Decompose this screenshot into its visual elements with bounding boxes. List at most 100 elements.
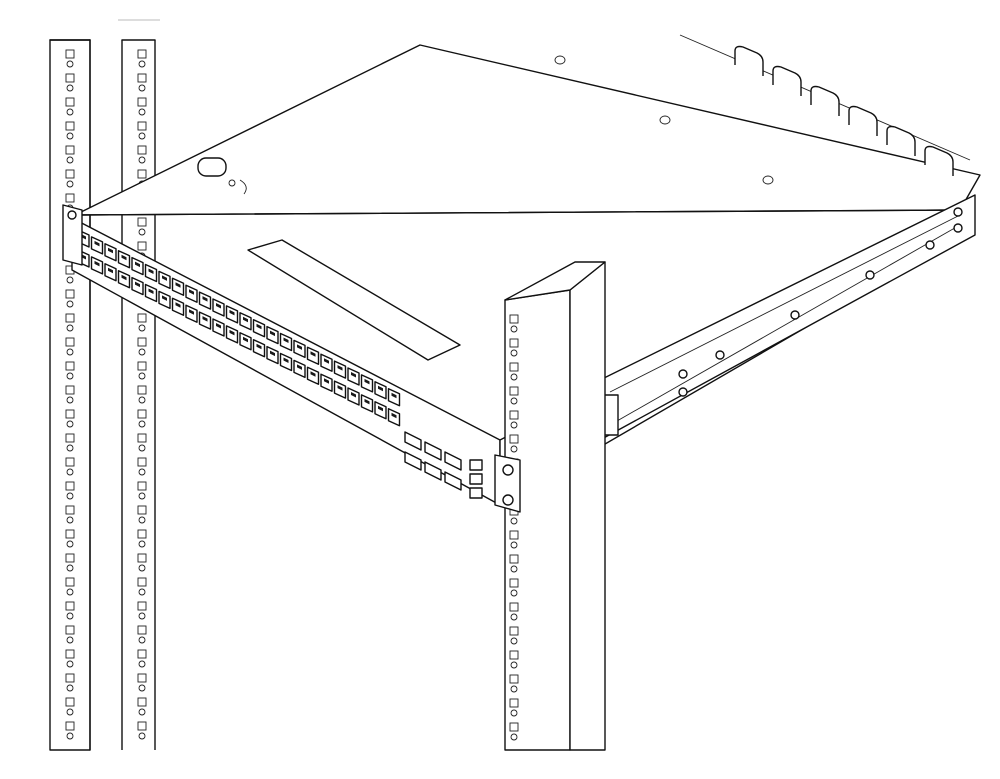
port-led	[378, 385, 383, 392]
ethernet-port-icon	[360, 394, 374, 413]
rack-hole	[66, 612, 74, 620]
rack-hole	[66, 444, 74, 452]
ethernet-port-icon	[212, 298, 225, 317]
port-led	[391, 412, 397, 419]
rack-hole	[138, 468, 146, 476]
ethernet-port-icon	[374, 381, 387, 400]
ethernet-port-icon	[198, 291, 212, 310]
rack-hole	[137, 121, 147, 131]
ethernet-port-icon	[293, 339, 306, 359]
rack-hole	[66, 708, 74, 716]
screw-icon	[790, 310, 800, 320]
port-led	[337, 365, 343, 371]
rack-hole	[66, 180, 74, 188]
rack-hole	[137, 721, 147, 731]
qsfp-port-icon	[404, 431, 422, 451]
management-port-icon	[469, 473, 483, 485]
rack-hole	[66, 492, 74, 500]
port-led	[324, 378, 329, 384]
rack-hole	[509, 554, 519, 564]
port-led	[216, 303, 221, 309]
rack-hole	[137, 481, 147, 491]
ethernet-port-icon	[185, 284, 198, 303]
ethernet-port-icon	[252, 319, 266, 338]
port-led	[189, 309, 194, 315]
rack-hole	[138, 708, 146, 716]
rack-hole	[510, 373, 518, 381]
rack-hole	[510, 541, 518, 549]
rack-hole	[137, 361, 147, 371]
rack-hole	[65, 97, 75, 107]
rack-hole	[138, 540, 146, 548]
rack-hole	[65, 337, 75, 347]
rack-hole	[138, 132, 146, 140]
ground-lug-icon	[197, 157, 247, 195]
rack-hole	[510, 733, 518, 741]
rack-hole	[66, 324, 74, 332]
ethernet-port-icon	[144, 283, 158, 303]
ethernet-port-icon	[239, 332, 252, 351]
ethernet-port-icon	[90, 236, 104, 255]
rack-hole	[66, 108, 74, 116]
rack-hole	[137, 649, 147, 659]
screw-icon	[925, 240, 935, 250]
port-led	[337, 385, 343, 391]
rack-hole	[65, 481, 75, 491]
port-led	[351, 392, 356, 398]
cable-handle-icon	[810, 85, 840, 116]
rack-hole	[137, 97, 147, 107]
rack-hole	[510, 565, 518, 573]
rack-hole	[509, 650, 519, 660]
screw-icon	[953, 223, 963, 233]
port-led	[189, 289, 194, 295]
rack-hole	[137, 697, 147, 707]
port-led	[364, 378, 370, 385]
ethernet-port-icon	[185, 304, 198, 323]
rack-hole	[66, 468, 74, 476]
rack-hole	[66, 588, 74, 596]
rack-hole	[66, 684, 74, 692]
port-led	[297, 364, 302, 370]
ethernet-port-icon	[279, 352, 293, 372]
rack-hole	[137, 385, 147, 395]
rack-hole	[509, 626, 519, 636]
ethernet-port-icon	[158, 270, 171, 290]
rack-hole	[510, 517, 518, 525]
qsfp-port-icon	[424, 461, 442, 481]
rack-hole	[509, 410, 519, 420]
ethernet-port-icon	[90, 256, 104, 275]
screw-icon	[678, 387, 688, 397]
port-led	[135, 281, 140, 288]
port-led	[121, 274, 127, 281]
rack-hole	[510, 637, 518, 645]
port-led	[229, 329, 235, 336]
rack-hole	[138, 564, 146, 572]
rack-hole	[66, 60, 74, 68]
rack-hole	[137, 673, 147, 683]
ethernet-port-icon	[293, 359, 306, 379]
rack-hole	[509, 602, 519, 612]
rack-hole	[138, 228, 146, 236]
rack-hole	[137, 49, 147, 59]
rack-hole	[66, 276, 74, 284]
ethernet-port-icon	[320, 353, 333, 372]
port-led	[364, 398, 370, 405]
ethernet-port-icon	[131, 276, 144, 296]
rack-hole	[65, 697, 75, 707]
port-led	[297, 344, 302, 350]
port-led	[310, 371, 316, 377]
ethernet-port-icon	[117, 250, 131, 269]
rack-hole	[65, 385, 75, 395]
port-led	[108, 267, 113, 274]
rack-hole	[137, 169, 147, 179]
qsfp-port-icon	[444, 471, 462, 491]
switch-chassis	[74, 34, 981, 361]
rack-hole	[65, 49, 75, 59]
rack-hole	[137, 409, 147, 419]
rack-hole	[510, 325, 518, 333]
rack-hole	[510, 445, 518, 453]
ethernet-port-icon	[239, 312, 252, 331]
rack-hole	[137, 73, 147, 83]
label-plate	[247, 239, 461, 361]
